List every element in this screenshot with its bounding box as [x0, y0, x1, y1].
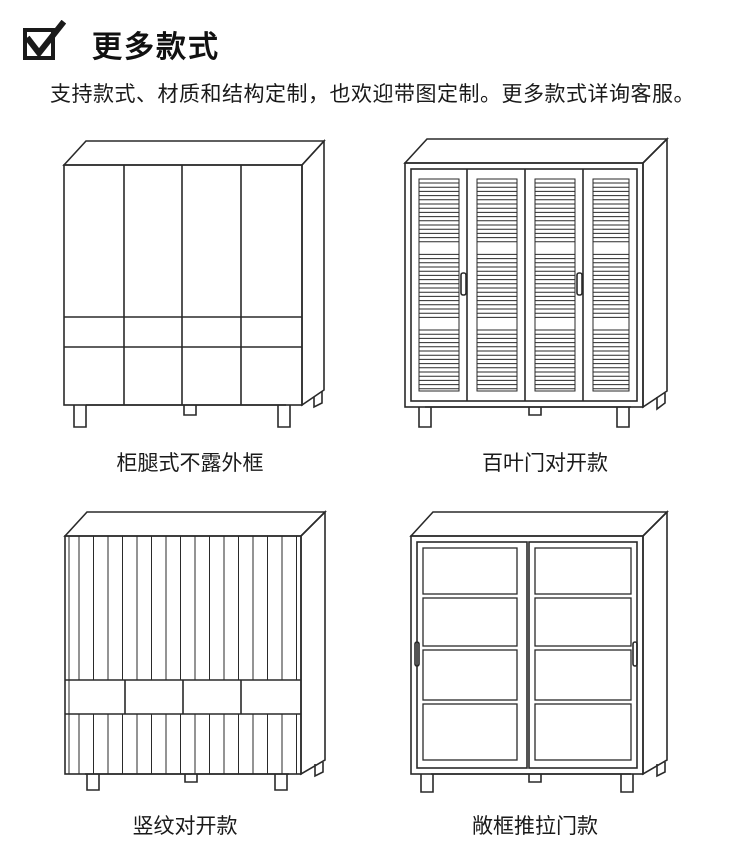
- section-header: 更多款式: [22, 18, 722, 65]
- drawing-panel: [422, 649, 518, 701]
- style-card-louver: 百叶门对开款: [385, 135, 725, 475]
- drawing-panel: [422, 703, 518, 761]
- checkbox-check-icon: [23, 20, 66, 60]
- style-caption: 柜腿式不露外框: [116, 451, 264, 475]
- wardrobe-vertical-grooves-drawing: [63, 510, 327, 791]
- wardrobe-louver-drawing: [403, 137, 669, 428]
- style-card-vertical-grooves: 竖纹对开款: [45, 508, 385, 838]
- drawing-panel: [534, 649, 632, 701]
- drawing-panel: [534, 703, 632, 761]
- drawing-panel: [418, 178, 460, 392]
- page-subtitle: 支持款式、材质和结构定制，也欢迎带图定制。更多款式详询客服。: [50, 82, 695, 106]
- style-caption: 百叶门对开款: [482, 451, 608, 475]
- drawing-panel: [476, 178, 518, 392]
- wardrobe-sliding-frame-drawing: [409, 510, 669, 793]
- drawing-panel: [534, 178, 576, 392]
- wardrobe-leg-base-drawing: [62, 138, 326, 428]
- style-caption: 敞框推拉门款: [472, 814, 598, 838]
- drawing-panel: [422, 547, 518, 595]
- style-card-sliding-frame: 敞框推拉门款: [385, 508, 725, 838]
- drawing-panel: [534, 597, 632, 647]
- drawing-panel: [534, 547, 632, 595]
- style-caption: 竖纹对开款: [132, 814, 238, 838]
- drawing-panel: [422, 597, 518, 647]
- drawing-panel: [592, 178, 630, 392]
- style-card-leg-base: 柜腿式不露外框: [40, 135, 380, 475]
- page-title: 更多款式: [92, 30, 220, 65]
